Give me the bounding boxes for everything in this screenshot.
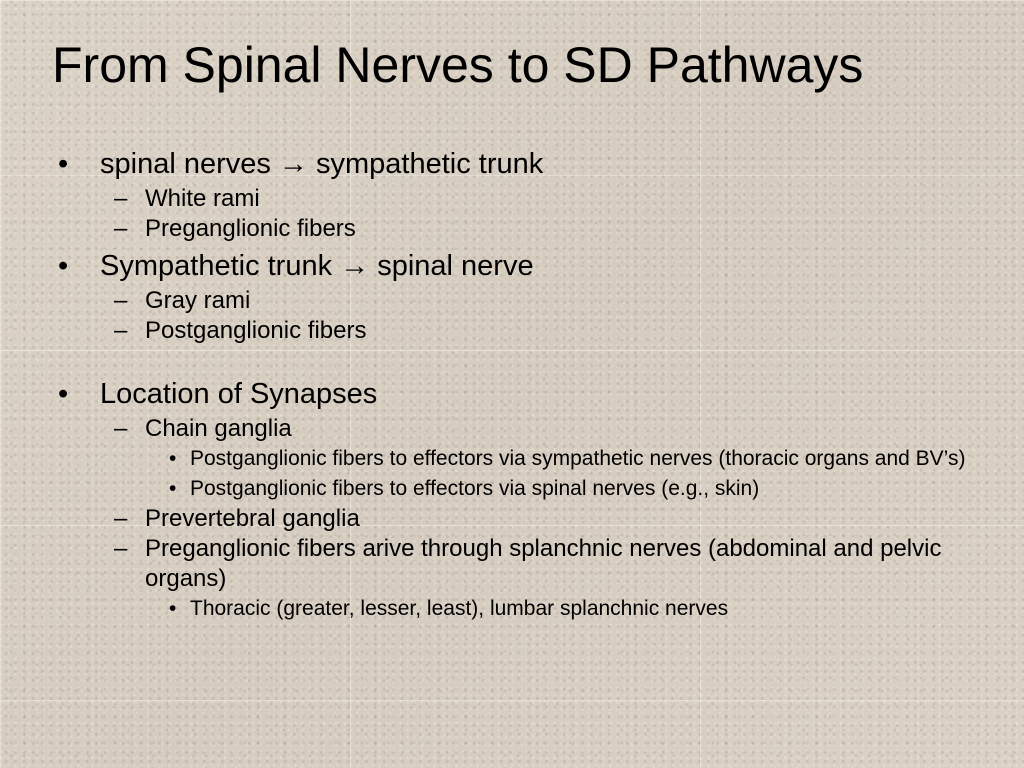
- bullet-marker: –: [114, 535, 128, 562]
- bullet-marker: –: [114, 505, 128, 532]
- bullet-text: Postganglionic fibers to effectors via s…: [190, 447, 966, 470]
- bullet-marker: –: [114, 415, 128, 442]
- bullet-text: Prevertebral ganglia: [145, 505, 360, 532]
- bullet-item: • spinal nerves → sympathetic trunk: [58, 146, 988, 182]
- bullet-text: Preganglionic fibers: [145, 215, 356, 242]
- bullet-marker: –: [114, 317, 128, 344]
- bullet-item: – White rami: [58, 184, 988, 214]
- bullet-item: • Sympathetic trunk → spinal nerve: [58, 248, 988, 284]
- bullet-text: Preganglionic fibers arive through splan…: [145, 535, 942, 592]
- bullet-marker: •: [58, 250, 69, 282]
- bullet-item: – Preganglionic fibers: [58, 214, 988, 244]
- bullet-text: Gray rami: [145, 287, 251, 314]
- slide-title: From Spinal Nerves to SD Pathways: [52, 37, 864, 93]
- bullet-item: • Postganglionic fibers to effectors via…: [58, 478, 988, 500]
- bullet-marker: •: [169, 477, 177, 500]
- bullet-text: Chain ganglia: [145, 415, 292, 442]
- bullet-text: Postganglionic fibers: [145, 317, 367, 344]
- bullet-marker: •: [169, 597, 177, 620]
- bullet-item: • Postganglionic fibers to effectors via…: [58, 448, 988, 470]
- bullet-marker: •: [58, 148, 69, 180]
- bullet-item: – Preganglionic fibers arive through spl…: [58, 534, 988, 594]
- bullet-text: spinal nerves → sympathetic trunk: [100, 148, 544, 180]
- bullet-item: – Postganglionic fibers: [58, 316, 988, 346]
- bullet-item: – Prevertebral ganglia: [58, 504, 988, 534]
- bullet-list: • spinal nerves → sympathetic trunk – Wh…: [58, 146, 988, 620]
- bullet-text: Location of Synapses: [100, 378, 378, 410]
- bullet-marker: –: [114, 215, 128, 242]
- bullet-item: • Thoracic (greater, lesser, least), lum…: [58, 598, 988, 620]
- bullet-text: Postganglionic fibers to effectors via s…: [190, 477, 760, 500]
- bullet-item: – Chain ganglia: [58, 414, 988, 444]
- bullet-text: White rami: [145, 185, 260, 212]
- bullet-item: • Location of Synapses: [58, 376, 988, 412]
- bullet-marker: –: [114, 287, 128, 314]
- bullet-text: Sympathetic trunk → spinal nerve: [100, 250, 534, 282]
- bullet-marker: •: [169, 447, 177, 470]
- bullet-marker: –: [114, 185, 128, 212]
- bullet-item: – Gray rami: [58, 286, 988, 316]
- bullet-text: Thoracic (greater, lesser, least), lumba…: [190, 597, 729, 620]
- bullet-marker: •: [58, 378, 69, 410]
